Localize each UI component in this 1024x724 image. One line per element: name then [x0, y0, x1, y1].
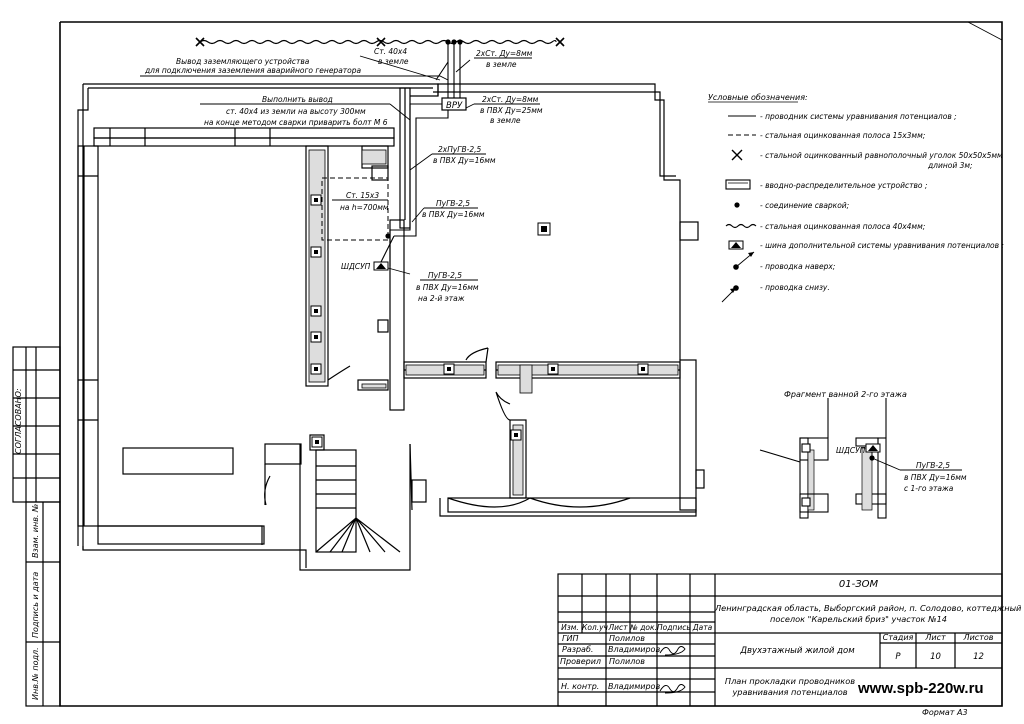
steel-strip-15x3-dashed: [321, 177, 389, 241]
shdsup-leader: [387, 267, 411, 275]
weld-points-top: [445, 39, 463, 45]
steel-15x3-line2: на h=700мм: [340, 203, 389, 212]
name-checker: Полилов: [609, 657, 645, 666]
pugv-2x-line2: в ПВХ Ду=16мм: [433, 156, 496, 165]
header-list: Лист: [608, 623, 628, 632]
annotation-leaders: [140, 55, 540, 281]
steel-40x4-line2: в земле: [378, 57, 409, 66]
role-checker: Проверил: [560, 657, 602, 666]
header-date: Дата: [692, 623, 713, 632]
vru-label: ВРУ: [446, 101, 463, 111]
sign-date-label: Подпись и дата: [31, 572, 40, 638]
grounding-electrodes: [195, 37, 565, 47]
name-gip: Полилов: [609, 634, 645, 643]
ground-output-line1: Вывод заземляющего устройства: [176, 57, 310, 66]
pugv-b-line3: на 2-й этаж: [418, 294, 465, 303]
signature-icons: [659, 646, 686, 694]
ground-output-line2: для подключения заземления аварийного ге…: [144, 66, 362, 75]
two-steel-dy8-line2: в земле: [486, 60, 517, 69]
make-output-line2: ст. 40х4 из земли на высоту 300мм: [226, 107, 366, 116]
pugv-b-line2: в ПВХ Ду=16мм: [416, 283, 479, 292]
socket-boxes: [310, 194, 649, 448]
ground-risers: [435, 42, 465, 99]
site-watermark: www.spb-220w.ru: [858, 680, 984, 697]
arrow-down-icon: [721, 285, 739, 303]
role-developer: Разраб.: [562, 645, 594, 654]
legend-item-5: - соединение сваркой;: [760, 201, 849, 210]
legend-item-4: - вводно-распределительное устройство ;: [760, 181, 927, 190]
steel-40x4-line1: Ст. 40х4: [374, 47, 407, 56]
sheets-header: Листов: [963, 633, 994, 642]
name-norm-control: Владимиров: [608, 682, 661, 691]
cross-icon: [731, 149, 743, 161]
fragment-bathroom: Фрагмент ванной 2-го этажа: [759, 390, 907, 519]
fragment-cable-line2: в ПВХ Ду=16мм: [904, 473, 967, 482]
stage-value: Р: [895, 652, 901, 662]
legend-title: Условные обозначения:: [708, 93, 808, 102]
floor-plan: [77, 83, 705, 571]
legend-item-1: - проводник системы уравнивания потенциа…: [760, 112, 957, 121]
legend-item-3b: длиной 3м;: [927, 161, 973, 170]
role-gip: ГИП: [562, 634, 579, 643]
agreed-label: СОГЛАСОВАНО:: [14, 388, 23, 454]
inv-no-label: Инв.№ подл.: [31, 647, 40, 700]
make-output-line3: на конце методом сварки приварить болт М…: [204, 118, 388, 127]
legend-item-7: - шина дополнительной системы уравнивани…: [760, 241, 1004, 250]
fragment-cable-line1: ПуГВ-2,5: [916, 461, 950, 470]
object-name: Двухэтажный жилой дом: [740, 646, 855, 656]
drawing-title-line2: уравнивания потенциалов: [732, 687, 848, 697]
shdsup-busbar-triangle: [376, 263, 386, 269]
fragment-shdsup-label: ШДСУП: [836, 446, 866, 455]
sheets-value: 12: [973, 652, 984, 662]
header-izm: Изм.: [561, 623, 579, 632]
pugv-b-line1: ПуГВ-2,5: [428, 271, 462, 280]
weld-point-15x3: [385, 233, 391, 239]
sheet-header: Лист: [925, 633, 946, 642]
legend-item-6: - стальная оцинкованная полоса 40х4мм;: [760, 222, 925, 231]
header-doc: № док.: [630, 623, 657, 632]
fragment-cable-line3: с 1-го этажа: [904, 484, 954, 493]
substitute-label: Взам. инв. №: [31, 504, 40, 558]
steel-dy8-pvh25-line3: в земле: [490, 116, 521, 125]
header-sign: Подпись: [657, 623, 691, 632]
shdsup-label: ШДСУП: [341, 262, 371, 271]
wavy-line-icon: [725, 223, 757, 229]
legend-item-2: - стальная оцинкованная полоса 15х3мм;: [760, 131, 925, 140]
make-output-line1: Выполнить вывод: [262, 95, 333, 104]
box-icon: [725, 179, 751, 190]
header-kol: Кол.уч: [582, 623, 608, 632]
socket-dots: [314, 198, 645, 444]
address-line1: Ленинградская область, Выборгский район,…: [715, 603, 1022, 613]
drawing-title-line1: План прокладки проводников: [724, 676, 856, 686]
role-norm-control: Н. контр.: [561, 682, 600, 691]
address-line2: поселок "Карельский бриз" участок №14: [769, 614, 948, 624]
arrow-up-icon: [733, 251, 755, 270]
sheet-value: 10: [930, 652, 941, 662]
plan-annotations: Вывод заземляющего устройства для подклю…: [144, 47, 543, 303]
name-developer: Владимиров: [608, 645, 661, 654]
fragment-shdsup: ШДСУП ПуГВ-2,5 в ПВХ Ду=16мм с 1-го этаж…: [836, 443, 967, 493]
side-stamp: [12, 346, 61, 707]
legend-item-9: - проводка снизу.: [760, 283, 830, 292]
format-label: Формат А3: [922, 708, 968, 717]
pugv-a-line2: в ПВХ Ду=16мм: [422, 210, 485, 219]
steel-15x3-line1: Ст. 15х3: [346, 191, 379, 200]
stage-header: Стадия: [882, 633, 914, 642]
steel-dy8-pvh25-line2: в ПВХ Ду=25мм: [480, 106, 543, 115]
legend-item-8: - проводка наверх;: [760, 262, 835, 271]
legend: Условные обозначения: - проводник систем…: [708, 93, 1004, 303]
title-block-grid: [557, 573, 1003, 707]
legend-item-3: - стальной оцинкованный равнополочный уг…: [760, 151, 1003, 160]
equalization-conductor: [379, 103, 449, 266]
fragment-title: Фрагмент ванной 2-го этажа: [784, 390, 907, 399]
two-steel-dy8-line1: 2хСт. Ду=8мм: [476, 49, 533, 58]
dot-icon: [734, 202, 740, 208]
pugv-a-line1: ПуГВ-2,5: [436, 199, 470, 208]
pugv-2x-line1: 2хПуГВ-2,5: [438, 145, 481, 154]
hatched-partitions: [308, 149, 679, 496]
steel-dy8-pvh25-line1: 2хСт. Ду=8мм: [482, 95, 539, 104]
drawing-code: 01-ЗОМ: [838, 579, 879, 590]
